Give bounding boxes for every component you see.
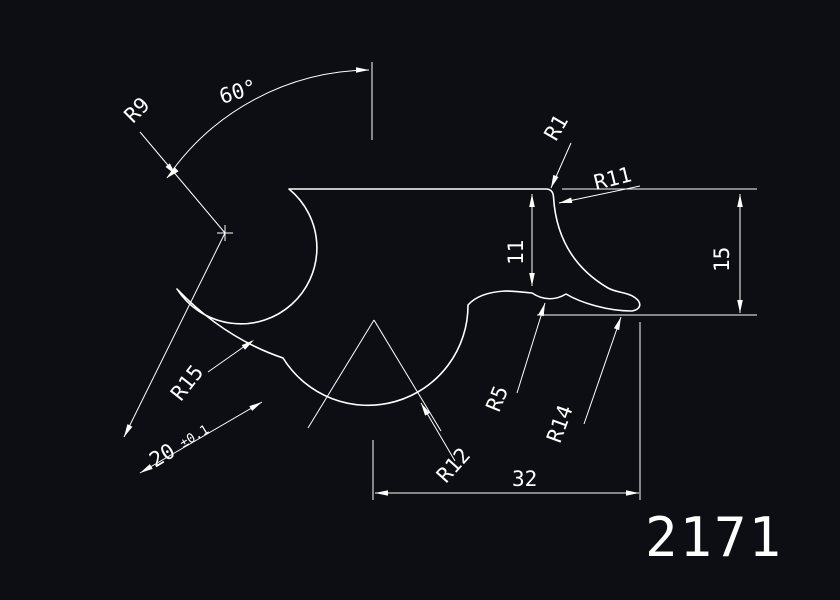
- dim-angle-60: 60°: [166, 67, 370, 179]
- arrowhead: [165, 163, 176, 175]
- arrowhead: [421, 403, 430, 416]
- dim20-line: [139, 401, 263, 474]
- dim-r12: R12: [420, 402, 475, 487]
- radius-label-r14: R14: [542, 402, 578, 446]
- profile-outline: [176, 188, 641, 407]
- dim-r5: R5: [481, 302, 546, 415]
- arrowhead: [626, 490, 639, 496]
- dim-r9: R9: [120, 93, 226, 234]
- radius-label-r15: R15: [166, 360, 208, 405]
- v-line-right: [373, 319, 442, 432]
- length-label-32: 32: [512, 467, 537, 491]
- dim-11: 11: [504, 194, 535, 286]
- tolerance-label: ±0.1: [177, 422, 212, 451]
- radius-label-r1: R1: [540, 111, 573, 145]
- arrowhead: [241, 340, 254, 350]
- arrowhead: [529, 273, 535, 286]
- arrowhead: [124, 424, 133, 437]
- r5-leader: [516, 302, 546, 394]
- length-label-15: 15: [710, 247, 734, 272]
- radius-label-r12: R12: [432, 443, 475, 487]
- dim-r1: R1: [540, 111, 573, 189]
- radius-label-r11: R11: [591, 162, 634, 194]
- dim-32: 32: [372, 322, 641, 500]
- dim-r15: R15: [166, 340, 254, 405]
- diagonal-extension-line: [123, 232, 226, 438]
- radius-label-r9: R9: [120, 93, 155, 128]
- arrowhead: [140, 464, 153, 473]
- arrowhead: [559, 197, 573, 204]
- dim-r11: R11: [558, 162, 641, 204]
- r9-leader: [139, 131, 226, 234]
- angle-label: 60°: [216, 75, 259, 109]
- arrowhead: [551, 174, 559, 188]
- arrowhead: [737, 300, 743, 313]
- arrowhead: [249, 402, 262, 411]
- r14-leader: [583, 316, 622, 425]
- arrowhead: [356, 67, 369, 73]
- length-label-11: 11: [504, 240, 528, 265]
- part-number: 2171: [645, 506, 783, 569]
- arrowhead: [613, 317, 621, 331]
- arrowhead: [737, 194, 743, 207]
- dim-15: 15: [537, 188, 757, 316]
- angle-dim-arc: [166, 69, 370, 179]
- v-line-left: [307, 319, 375, 429]
- dim-20: 20 ±0.1: [124, 401, 263, 474]
- arrowhead: [529, 194, 535, 207]
- profile: [176, 188, 641, 407]
- arrowhead: [167, 167, 179, 178]
- construction-lines: [123, 62, 442, 438]
- arrowhead: [375, 490, 388, 496]
- radius-label-r5: R5: [481, 382, 513, 414]
- dim-r14: R14: [542, 316, 622, 446]
- arrowhead: [538, 303, 545, 317]
